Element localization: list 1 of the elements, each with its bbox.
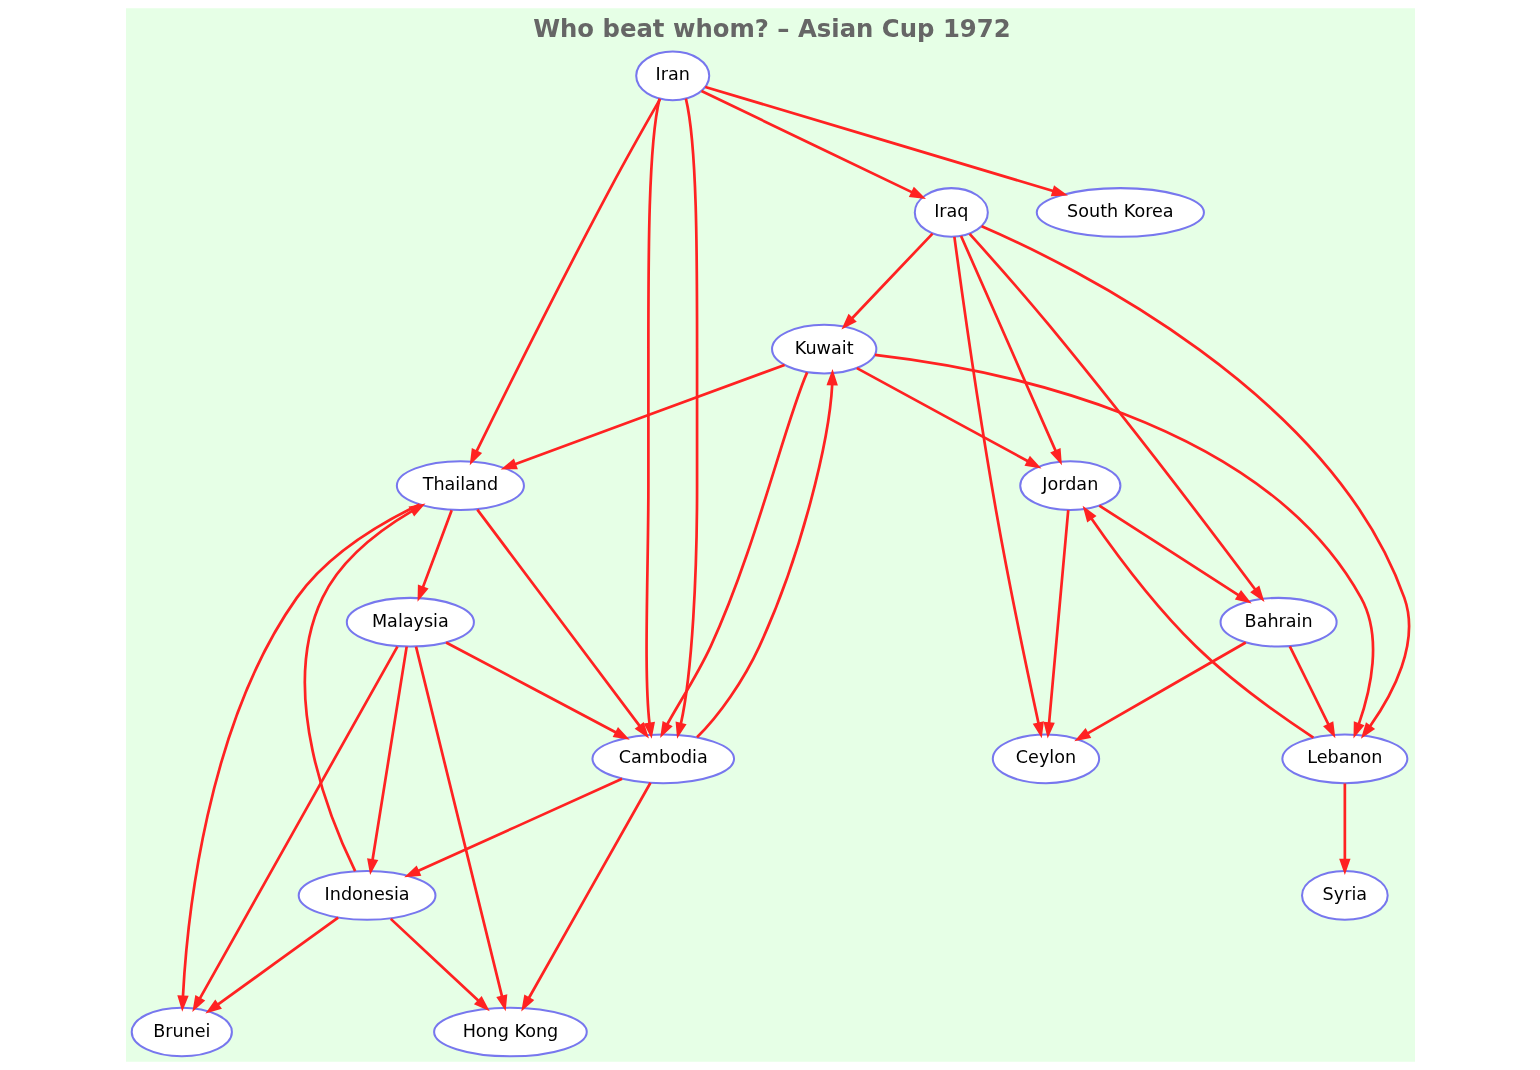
- diagram-title: Who beat whom? – Asian Cup 1972: [532, 14, 1011, 44]
